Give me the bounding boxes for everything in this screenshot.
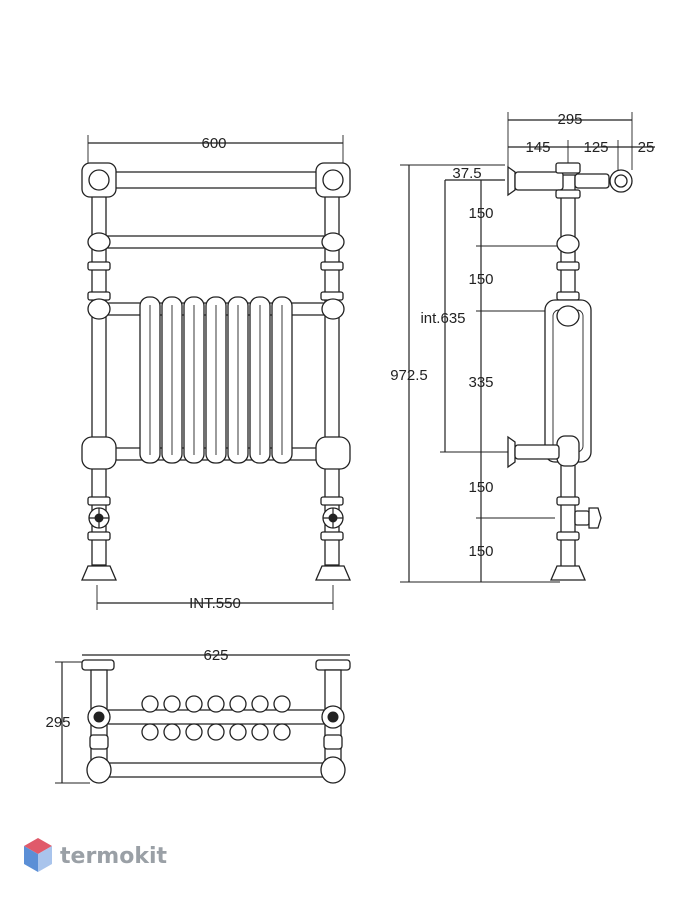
side-valve-icon (588, 507, 602, 529)
bottom-left-joint (81, 436, 117, 470)
side-int-height-label: int.635 (420, 310, 465, 327)
right-foot (315, 565, 351, 581)
side-segment-label-1: 145 (525, 139, 550, 156)
top-front-rail (103, 762, 329, 778)
top-left-wall-plate (81, 659, 115, 671)
top-width-label: 625 (203, 647, 228, 664)
top-left-valve-icon (87, 705, 111, 729)
side-segment-label-3: 25 (638, 139, 655, 156)
front-int-width-label: INT.550 (189, 595, 241, 612)
logo-text: termokit (60, 844, 167, 869)
top-view: 625 295 (45, 647, 351, 784)
top-depth-label: 295 (45, 714, 70, 731)
side-spacing-label-4: 150 (468, 479, 493, 496)
bottom-right-joint (315, 436, 351, 470)
front-width-label: 600 (201, 135, 226, 152)
termokit-logo: termokit (24, 838, 167, 872)
bottom-wall-bracket (507, 435, 516, 469)
top-wall-bracket (507, 165, 516, 197)
side-spacing-label-3: 335 (468, 374, 493, 391)
right-valve-icon (322, 507, 344, 529)
side-depth-label: 295 (557, 111, 582, 128)
side-foot (550, 565, 586, 581)
side-spacing-label-5: 150 (468, 543, 493, 560)
side-offset-label: 37.5 (452, 165, 481, 182)
second-rail (103, 235, 329, 249)
top-rail (109, 171, 323, 189)
side-segment-label-2: 125 (583, 139, 608, 156)
left-valve-icon (88, 507, 110, 529)
side-spacing-label-2: 150 (468, 271, 493, 288)
side-view: 295 145 125 25 37.5 972.5 int.635 150 15… (390, 111, 655, 583)
front-view: 600 (81, 135, 351, 612)
radiator-columns (139, 296, 293, 464)
left-foot (81, 565, 117, 581)
side-spacing-label-1: 150 (468, 205, 493, 222)
top-right-wall-plate (315, 659, 351, 671)
cube-icon (24, 838, 52, 872)
top-radiator-columns (141, 695, 291, 741)
top-right-valve-icon (321, 705, 345, 729)
side-total-height-label: 972.5 (390, 367, 428, 384)
